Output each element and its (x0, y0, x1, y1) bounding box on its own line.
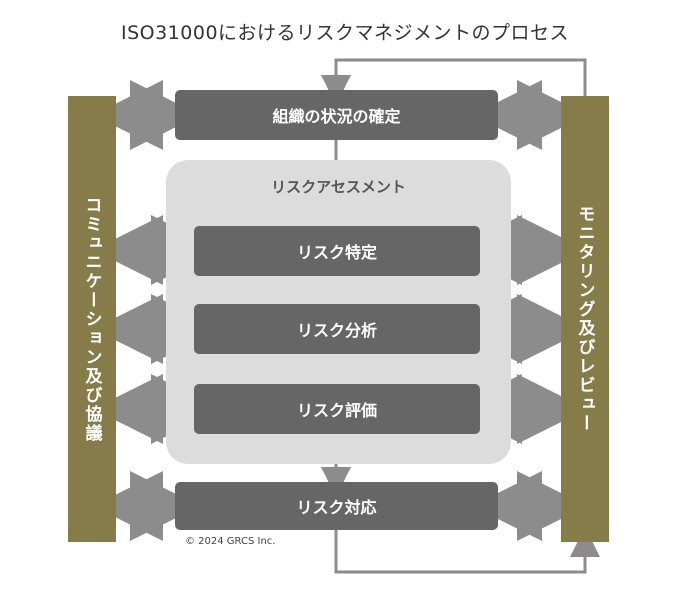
diagram-title: ISO31000におけるリスクマネジメントのプロセス (120, 22, 570, 44)
identify-box: リスク特定 (194, 226, 480, 276)
feedback-loop-bottom (334, 527, 600, 574)
copyright-text: © 2024 GRCS Inc. (185, 536, 276, 547)
treat-box: リスク対応 (175, 482, 498, 530)
monitoring-bar: モニタリング及びレビュー (561, 96, 609, 542)
context-box: 組織の状況の確定 (175, 90, 498, 140)
risk-assessment-label: リスクアセスメント (271, 178, 406, 196)
communication-label: コミュニケーション及び協議 (81, 195, 102, 443)
monitoring-label: モニタリング及びレビュー (574, 205, 595, 433)
analyze-box: リスク分析 (194, 304, 480, 354)
evaluate-box: リスク評価 (194, 384, 480, 434)
feedback-loop-top (321, 58, 587, 105)
communication-bar: コミュニケーション及び協議 (68, 96, 116, 542)
